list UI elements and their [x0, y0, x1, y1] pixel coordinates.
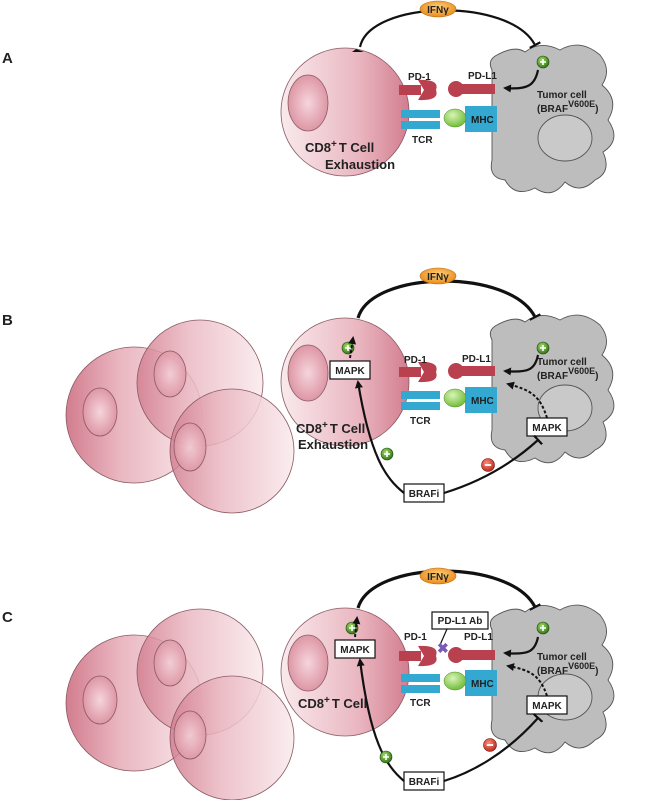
tcell-label: CD8+T Cell	[298, 695, 367, 711]
mapk-to-ifn-arrow	[348, 336, 357, 359]
mapk-tumor-label: MAPK	[532, 701, 562, 712]
panel-a: A IFNγ PD-1 PD-L1 TCR MHC CD8+T Cell Exh…	[2, 0, 615, 194]
tumor-label: Tumor cell	[537, 357, 587, 368]
plus-symbol	[379, 750, 393, 764]
minus-symbol	[480, 457, 496, 473]
plus-symbol	[536, 621, 550, 635]
exhaustion-label: Exhaustion	[298, 437, 368, 452]
ifn-gamma-oval	[419, 267, 457, 285]
pdl1-label: PD-L1	[468, 71, 497, 82]
pd1-label: PD-1	[408, 72, 431, 83]
expanded-t-cell	[169, 675, 295, 800]
mapk-to-ifn-arrow	[352, 616, 361, 638]
signal-arrow	[503, 354, 540, 376]
braf-label: (BRAFV600E)	[537, 366, 598, 382]
plus-symbol	[345, 621, 359, 635]
pd1-label: PD-1	[404, 632, 427, 643]
plus-symbol	[380, 447, 394, 461]
ifn-gamma-label: IFNγ	[427, 5, 449, 16]
tcr-receptor	[401, 110, 440, 118]
mapk-t-cell-label: MAPK	[340, 645, 370, 656]
ifn-gamma-oval	[419, 0, 457, 18]
tumor-label: Tumor cell	[537, 90, 587, 101]
ifn-gamma-oval	[419, 567, 457, 585]
pdl1-ligand	[460, 366, 495, 376]
mhc-molecule	[465, 670, 497, 696]
plus-symbol	[536, 55, 550, 69]
plus-symbol	[536, 341, 550, 355]
mapk-tumor-label: MAPK	[532, 423, 562, 434]
exhaustion-label: Exhaustion	[325, 157, 395, 172]
t-cell-nucleus	[287, 344, 329, 402]
mapk-t-cell-label: MAPK	[335, 366, 365, 377]
pd1-receptor	[399, 85, 421, 95]
panel-letter-a: A	[2, 50, 13, 67]
t-cell-nucleus	[287, 634, 329, 692]
pdl1-ab-box	[431, 611, 489, 630]
brafi-inhibits-mapk-tumor	[443, 440, 538, 495]
panel-c: C IFNγ PD-L1 Ab PD-1 PD-L1 ✖	[2, 567, 615, 800]
signal-arrow	[503, 69, 540, 93]
mapk-to-pdl1-arrow	[506, 381, 548, 419]
antigen	[443, 108, 467, 128]
tcr-label: TCR	[412, 135, 433, 146]
antigen	[443, 388, 467, 408]
pd1-receptor	[399, 651, 421, 661]
t-cell-nucleus	[287, 74, 329, 132]
tcell-label: CD8+T Cell	[296, 420, 365, 436]
pd1-label: PD-1	[404, 355, 427, 366]
pdl1-label: PD-L1	[462, 354, 491, 365]
panel-letter-b: B	[2, 312, 13, 329]
tcell-label: CD8+T Cell	[305, 139, 374, 155]
pdl1-ligand	[460, 84, 495, 94]
brafi-to-mapk-t-arrow	[355, 380, 405, 494]
brafi-label: BRAFi	[409, 777, 440, 788]
ifn-gamma-label: IFNγ	[427, 572, 449, 583]
ifn-gamma-label: IFNγ	[427, 272, 449, 283]
pdl1-ab-label: PD-L1 Ab	[438, 616, 483, 627]
tumor-label: Tumor cell	[537, 652, 587, 663]
pd1-cup	[418, 361, 437, 383]
antigen	[443, 671, 467, 691]
brafi-to-mapk-t-arrow	[356, 658, 405, 782]
mhc-molecule	[465, 387, 497, 413]
pd1-cup	[418, 645, 437, 667]
tumor-nucleus	[537, 114, 593, 162]
pd1-receptor	[399, 367, 421, 377]
mhc-molecule	[465, 106, 497, 132]
panel-letter-c: C	[2, 609, 13, 626]
mhc-label: MHC	[471, 679, 494, 690]
tcr-receptor	[401, 674, 440, 682]
mapk-to-pdl1-arrow	[506, 663, 548, 697]
tcr-label: TCR	[410, 416, 431, 427]
pd1-cup	[418, 79, 437, 101]
brafi-label: BRAFi	[409, 489, 440, 500]
mhc-label: MHC	[471, 115, 494, 126]
tcr-receptor	[401, 391, 440, 399]
pdl1-label: PD-L1	[464, 632, 493, 643]
mapk-t-cell-box	[334, 639, 376, 659]
braf-label: (BRAFV600E)	[537, 99, 598, 115]
mapk-t-cell-box	[329, 360, 371, 380]
minus-symbol	[482, 737, 498, 753]
mhc-label: MHC	[471, 396, 494, 407]
pdl1-ligand	[460, 650, 495, 660]
expanded-t-cell	[169, 388, 295, 514]
braf-label: (BRAFV600E)	[537, 661, 598, 677]
brafi-inhibits-mapk-tumor	[443, 718, 538, 783]
ifn-arrow	[356, 279, 535, 318]
tcr-label: TCR	[410, 698, 431, 709]
blocking-x-icon: ✖	[437, 640, 449, 656]
signal-arrow	[503, 636, 540, 658]
panel-b: B IFNγ PD-1 PD-L1 TCR MHC CD8+T Ce	[2, 267, 615, 514]
